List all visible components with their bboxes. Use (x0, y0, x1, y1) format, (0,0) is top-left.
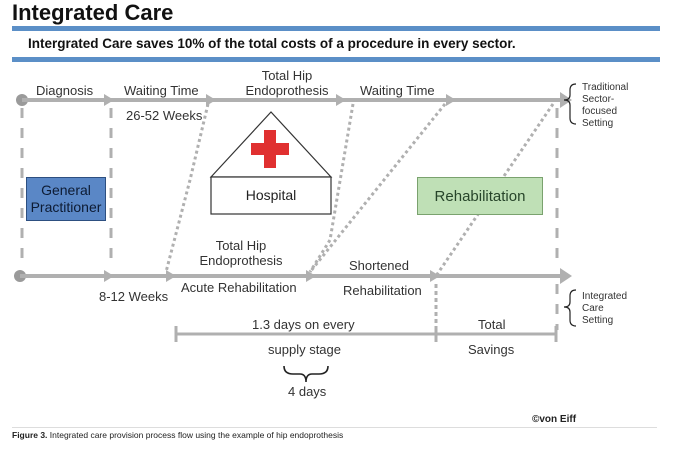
figure-caption: Figure 3. Integrated care provision proc… (12, 430, 343, 440)
integrated-brace (563, 289, 577, 327)
rehabilitation-box: Rehabilitation (417, 177, 543, 215)
label-acute-rehab: Acute Rehabilitation (181, 280, 297, 295)
label-savings: Savings (468, 342, 515, 357)
label-8-12-weeks: 8-12 Weeks (99, 289, 169, 304)
label-integrated-line2: Care (582, 303, 604, 314)
label-integrated-line1: Integrated (582, 291, 628, 302)
caption-divider (12, 427, 657, 428)
top-arrowhead-3 (336, 94, 346, 106)
bottom-arrowhead-4 (430, 270, 440, 282)
label-integrated-line3: Setting (582, 315, 614, 326)
label-traditional-line3: focused (582, 106, 618, 117)
label-shortened: Shortened (349, 258, 409, 273)
general-practitioner-box: General Practitioner (26, 177, 106, 221)
gp-line2: Practitioner (30, 199, 102, 215)
top-arrowhead-1 (104, 94, 114, 106)
label-waiting-weeks: 26-52 Weeks (126, 108, 203, 123)
bottom-arrowhead-3 (306, 270, 316, 282)
top-arrowhead-2 (206, 94, 216, 106)
connector-hospital-to-surgery (308, 103, 355, 273)
copyright: ©von Eiff (532, 414, 577, 425)
label-rehabilitation-bottom: Rehabilitation (343, 283, 422, 298)
caption-text: Integrated care provision process flow u… (47, 430, 344, 440)
hospital-body (210, 176, 332, 215)
label-thp-bottom: Total Hip Endoprothesis (196, 238, 286, 268)
label-days-line2: supply stage (268, 342, 341, 357)
page-title: Integrated Care (12, 0, 174, 25)
label-traditional-line1: Traditional (582, 82, 629, 93)
traditional-brace (563, 83, 577, 125)
label-thp-bottom-line1: Total Hip (215, 238, 267, 253)
caption-label: Figure 3. (12, 430, 48, 440)
bottom-arrowhead-2 (166, 270, 176, 282)
four-days-brace (283, 365, 329, 383)
label-traditional-setting: Traditional Sector- focused Setting (582, 82, 628, 130)
label-diagnosis: Diagnosis (36, 83, 94, 98)
bottom-arrowhead-end (560, 268, 572, 284)
label-thp-top-line2: Endoprothesis (245, 83, 329, 98)
connector-waiting-to-acute (164, 103, 210, 273)
subtitle-divider (12, 57, 660, 62)
gp-line1: General (41, 182, 91, 198)
bottom-arrowhead-1 (104, 270, 114, 282)
label-integrated-setting: Integrated Care Setting (582, 291, 627, 327)
top-arrowhead-4 (446, 94, 456, 106)
label-four-days: 4 days (288, 384, 327, 399)
label-thp-top: Total Hip Endoprothesis (242, 68, 332, 98)
label-waiting-time-1: Waiting Time (124, 83, 199, 98)
label-traditional-line2: Sector- (582, 94, 615, 105)
hospital-label: Hospital (245, 187, 297, 203)
label-traditional-line4: Setting (582, 118, 614, 129)
page-subtitle: Intergrated Care saves 10% of the total … (28, 36, 516, 51)
title-divider (12, 26, 660, 31)
label-thp-top-line1: Total Hip (261, 68, 313, 83)
label-days-line1: 1.3 days on every (252, 317, 355, 332)
hospital-cross-horizontal (251, 143, 289, 155)
label-waiting-time-2: Waiting Time (360, 83, 435, 98)
label-total: Total (478, 317, 506, 332)
label-thp-bottom-line2: Endoprothesis (199, 253, 283, 268)
